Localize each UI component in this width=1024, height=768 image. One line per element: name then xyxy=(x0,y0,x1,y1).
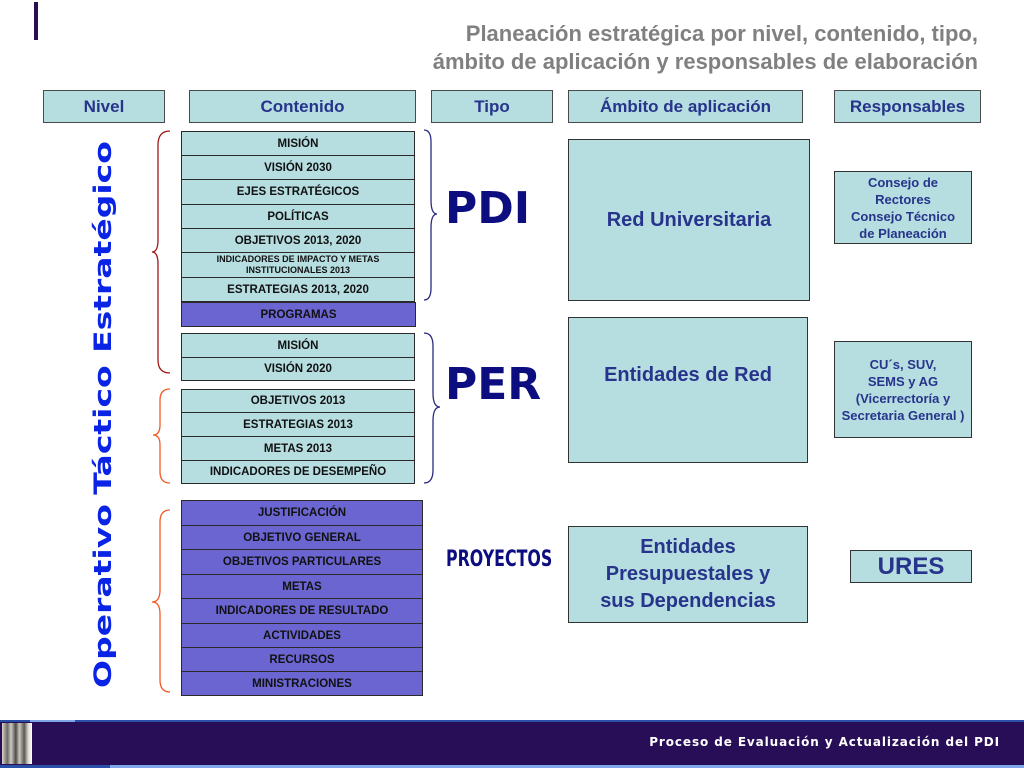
responsables-ures-label: URES xyxy=(877,553,945,580)
contenido-per-mision: MISIÓN xyxy=(181,333,415,357)
contenido-proy-objetivo-general: OBJETIVO GENERAL xyxy=(181,525,423,549)
contenido-proy-recursos: RECURSOS xyxy=(181,647,423,671)
contenido-pdi-ejes: EJES ESTRATÉGICOS xyxy=(181,179,415,204)
brace-per-icon xyxy=(423,332,441,484)
ambito-entidades-de-red: Entidades de Red xyxy=(568,317,808,463)
contenido-proy-justificacion: JUSTIFICACIÓN xyxy=(181,500,423,525)
ambito-red-universitaria-label: Red Universitaria xyxy=(606,208,772,231)
contenido-proy-actividades: ACTIVIDADES xyxy=(181,623,423,647)
level-label-operativo: Operativo xyxy=(88,504,117,688)
responsables-pdi-line-2: Rectores xyxy=(875,191,931,207)
responsables-per-line-4: Secretaria General ) xyxy=(841,407,965,423)
contenido-proy-ministraciones: MINISTRACIONES xyxy=(181,671,423,696)
contenido-pdi-objetivos: OBJETIVOS 2013, 2020 xyxy=(181,228,415,252)
tipo-proyectos: PROYECTOS xyxy=(446,547,553,572)
brace-estrategico-icon xyxy=(151,130,171,374)
footer-bottom-line-dark xyxy=(0,765,110,768)
responsables-per-line-3: (Vicerrectoría y xyxy=(855,390,951,406)
brace-pdi-icon xyxy=(423,129,438,301)
brace-tactico-icon xyxy=(152,388,171,484)
header-responsables: Responsables xyxy=(834,90,981,123)
contenido-pdi-mision: MISIÓN xyxy=(181,131,415,155)
page-title-line-1: Planeación estratégica por nivel, conten… xyxy=(465,21,978,46)
ambito-proyectos-line-3: sus Dependencias xyxy=(600,590,776,612)
ambito-proyectos-line-1: Entidades xyxy=(640,536,736,558)
ambito-entidades-presupuestales: Entidades Presupuestales y sus Dependenc… xyxy=(568,526,808,623)
footer-building-image xyxy=(2,723,32,764)
contenido-pdi-estrategias: ESTRATEGIAS 2013, 2020 xyxy=(181,277,415,302)
responsables-per-line-2: SEMS y AG xyxy=(867,373,939,389)
footer-top-line-accent xyxy=(30,720,75,722)
responsables-pdi-line-1: Consejo de xyxy=(867,174,939,190)
brace-operativo-icon xyxy=(151,509,171,693)
responsables-consejo: Consejo de Rectores Consejo Técnico de P… xyxy=(834,171,972,244)
responsables-pdi-line-3: Consejo Técnico xyxy=(850,208,956,224)
contenido-pdi-programas: PROGRAMAS xyxy=(181,302,416,327)
tipo-pdi: PDI xyxy=(445,183,531,234)
responsables-pdi-line-4: de Planeación xyxy=(859,225,947,241)
contenido-per-metas: METAS 2013 xyxy=(181,436,415,460)
contenido-per-estrategias: ESTRATEGIAS 2013 xyxy=(181,412,415,436)
header-contenido: Contenido xyxy=(189,90,416,123)
responsables-cus: CU´s, SUV, SEMS y AG (Vicerrectoría y Se… xyxy=(834,341,972,438)
contenido-per-vision: VISIÓN 2020 xyxy=(181,357,415,381)
header-nivel: Nivel xyxy=(43,90,165,123)
footer-bottom-line xyxy=(110,765,1024,768)
footer-banner: Proceso de Evaluación y Actualización de… xyxy=(0,720,1024,768)
contenido-pdi-indicadores: INDICADORES DE IMPACTO Y METAS INSTITUCI… xyxy=(181,252,415,277)
header-tipo: Tipo xyxy=(431,90,553,123)
contenido-pdi-vision: VISIÓN 2030 xyxy=(181,155,415,179)
page-title-line-2: ámbito de aplicación y responsables de e… xyxy=(432,49,978,74)
contenido-proy-indicadores: INDICADORES DE RESULTADO xyxy=(181,598,423,623)
responsables-ures: URES xyxy=(850,550,972,583)
footer-caption: Proceso de Evaluación y Actualización de… xyxy=(649,735,1000,749)
tipo-per: PER xyxy=(445,359,542,410)
responsables-per-line-1: CU´s, SUV, xyxy=(869,356,937,372)
brace-decorations xyxy=(151,129,441,693)
footer-top-line xyxy=(0,720,1024,722)
contenido-proy-objetivos-particulares: OBJETIVOS PARTICULARES xyxy=(181,549,423,574)
header-ambito: Ámbito de aplicación xyxy=(568,90,803,123)
ambito-proyectos-line-2: Presupuestales y xyxy=(605,563,771,585)
ambito-red-universitaria: Red Universitaria xyxy=(568,139,810,301)
contenido-per-objetivos: OBJETIVOS 2013 xyxy=(181,389,415,412)
contenido-proy-metas: METAS xyxy=(181,574,423,598)
page-title: Planeación estratégica por nivel, conten… xyxy=(278,20,978,76)
title-accent-bar xyxy=(34,2,38,40)
contenido-per-indicadores: INDICADORES DE DESEMPEÑO xyxy=(181,460,415,484)
contenido-pdi-politicas: POLÍTICAS xyxy=(181,204,415,228)
ambito-entidades-de-red-label: Entidades de Red xyxy=(604,364,772,386)
